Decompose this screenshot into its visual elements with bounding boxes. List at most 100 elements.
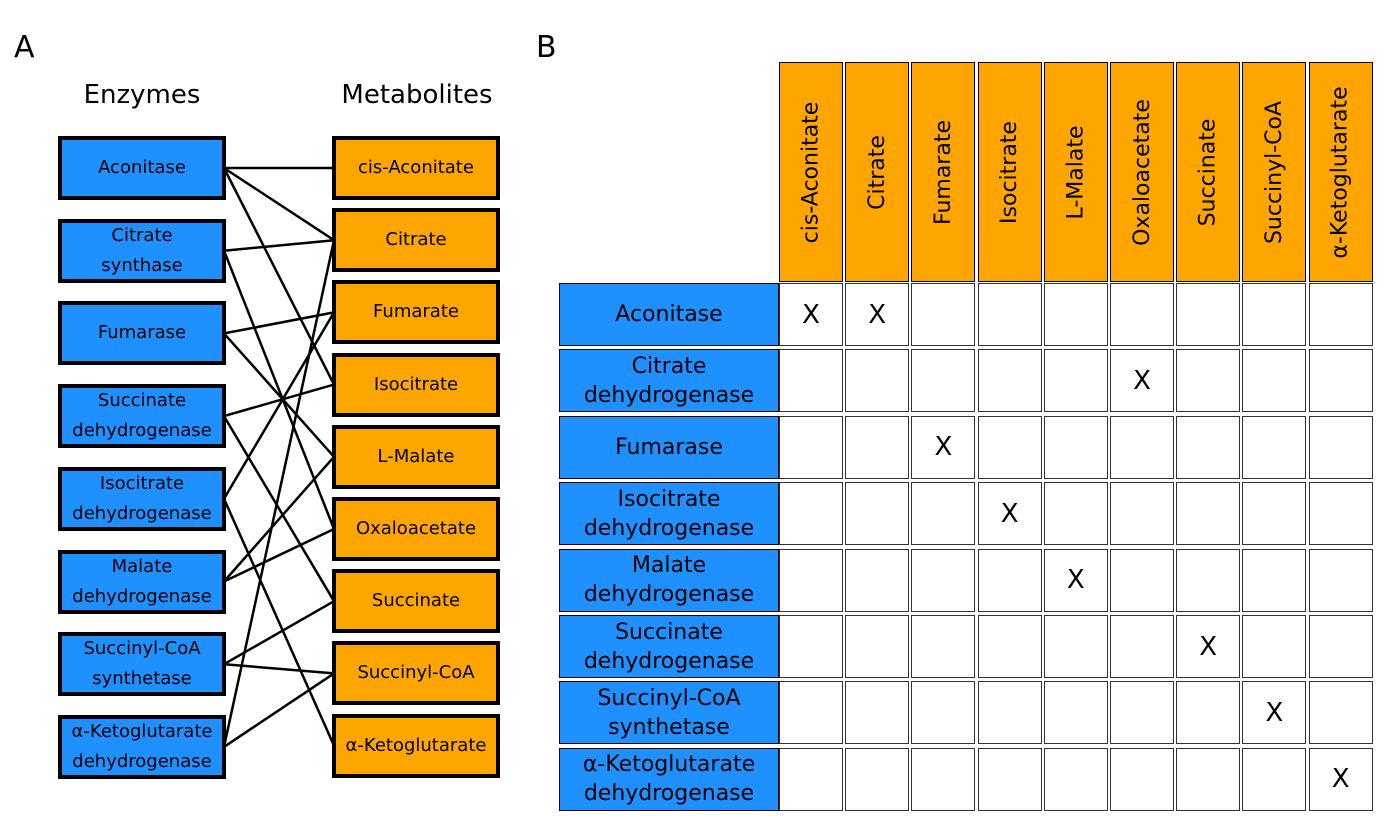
matrix-cell — [977, 548, 1042, 612]
matrix-cell — [1176, 681, 1241, 745]
matrix-cell — [911, 681, 976, 745]
enzyme-label-line: dehydrogenase — [72, 420, 212, 442]
row-header: Fumarase — [559, 415, 779, 479]
matrix-cell — [1110, 415, 1174, 479]
matrix-cell — [779, 681, 843, 745]
matrix-cell — [1176, 349, 1241, 413]
matrix-cell — [1308, 283, 1373, 346]
matrix-cell: X — [1242, 681, 1307, 745]
matrix-cell — [1242, 747, 1307, 811]
row-header-label-line: Citrate — [631, 353, 707, 379]
matrix-cell: X — [1176, 615, 1241, 678]
matrix-cell — [1176, 482, 1241, 546]
row-header-label-line: Isocitrate — [617, 486, 721, 512]
metabolite-label: Oxaloacetate — [355, 518, 477, 539]
matrix-cell — [779, 482, 843, 546]
matrix-cell — [1242, 283, 1307, 346]
column-header-label: Isocitrate — [997, 120, 1023, 224]
enzyme-label-line: α-Ketoglutarate — [71, 720, 213, 742]
matrix-cell — [1242, 615, 1307, 678]
enzyme-label-line: dehydrogenase — [72, 502, 212, 524]
row-header-label-line: dehydrogenase — [583, 582, 755, 608]
matrix-cell: X — [1110, 349, 1174, 413]
link-citrate-synthase-oxaloacetate — [222, 250, 336, 530]
link-citrate-synthase-citrate — [223, 238, 335, 252]
enzyme-label-line: Aconitase — [98, 157, 186, 178]
metabolite-label: cis-Aconitate — [358, 157, 474, 178]
metabolite-label: Fumarate — [373, 301, 459, 323]
column-header: Citrate — [845, 62, 910, 282]
matrix-cell — [977, 349, 1042, 413]
row-header-label-line: Fumarase — [615, 434, 723, 460]
enzyme-box-succinate-dehydrogenase: Succinate dehydrogenase — [58, 384, 226, 449]
link-aconitase-isocitrate — [222, 167, 336, 386]
metabolite-box-cis-aconitate: cis-Aconitate — [332, 136, 500, 200]
matrix-cell — [1043, 681, 1108, 745]
metabolite-label: Citrate — [385, 229, 447, 251]
link-succinate-dehydrogenase-isocitrate — [223, 383, 335, 418]
link-fumarase-l-malate — [223, 332, 335, 458]
column-header-label: L-Malate — [1063, 124, 1089, 220]
metabolites-title: Metabolites — [341, 80, 493, 110]
matrix-cell — [1308, 415, 1373, 479]
metabolite-label: Isocitrate — [373, 373, 459, 395]
matrix-cell — [1242, 482, 1307, 546]
link-alpha-ketoglutarate-dehydrogenase-citrate — [222, 239, 336, 748]
matrix-cell — [911, 283, 976, 346]
matrix-cell — [911, 349, 976, 413]
matrix-cell — [977, 681, 1042, 745]
matrix-mark: X — [1133, 365, 1151, 396]
link-succinyl-coa-synthetase-succinate — [223, 600, 335, 666]
row-header-label-line: dehydrogenase — [583, 382, 755, 408]
column-header-label: Oxaloacetate — [1129, 98, 1155, 246]
matrix-cell — [1110, 747, 1174, 811]
enzyme-box-fumarase: Fumarase — [58, 301, 226, 366]
enzyme-label-line: dehydrogenase — [72, 585, 212, 607]
row-header: Succinyl-CoA synthetase — [559, 681, 779, 745]
link-malate-dehydrogenase-l-malate — [223, 455, 335, 583]
matrix-mark: X — [1331, 764, 1350, 795]
panel-a-label: A — [14, 30, 35, 65]
column-header: L-Malate — [1043, 62, 1108, 282]
link-malate-dehydrogenase-oxaloacetate — [223, 527, 335, 583]
enzyme-box-aconitase: Aconitase — [58, 136, 226, 200]
link-fumarase-fumarate — [223, 311, 335, 335]
enzyme-label-line: Fumarase — [97, 322, 187, 344]
matrix-mark: X — [1265, 697, 1284, 728]
matrix-cell — [1242, 415, 1307, 479]
matrix-cell — [1308, 482, 1373, 546]
column-header-label: cis-Aconitate — [798, 101, 824, 243]
enzyme-label-line: Succinate — [97, 390, 187, 412]
matrix-cell — [1176, 548, 1241, 612]
column-header-label: Fumarate — [930, 119, 956, 225]
matrix-cell — [977, 615, 1042, 678]
matrix-cell: X — [1308, 747, 1373, 811]
matrix-cell — [779, 548, 843, 612]
matrix-cell — [1308, 349, 1373, 413]
row-header: Malate dehydrogenase — [559, 548, 779, 612]
row-header-label-line: Malate — [631, 553, 707, 579]
matrix-cell — [779, 615, 843, 678]
enzyme-label-line: Citrate — [111, 224, 173, 246]
row-header-label-line: dehydrogenase — [583, 648, 755, 674]
matrix-mark: X — [1199, 631, 1218, 662]
metabolite-box-alpha-ketoglutarate: α-Ketoglutarate — [332, 713, 500, 778]
matrix-cell — [845, 482, 910, 546]
row-header-label-line: Aconitase — [615, 302, 723, 327]
column-header-label: Succinyl-CoA — [1261, 100, 1287, 244]
link-aconitase-citrate — [223, 166, 335, 242]
matrix-cell — [1176, 747, 1241, 811]
row-header-label-line: synthetase — [608, 714, 730, 740]
metabolite-box-succinyl-coa: Succinyl-CoA — [332, 641, 500, 706]
column-header: Oxaloacetate — [1110, 62, 1174, 282]
matrix-cell — [779, 415, 843, 479]
matrix-cell: X — [1043, 548, 1108, 612]
row-header-label-line: Succinyl-CoA — [597, 685, 741, 711]
matrix-cell — [845, 681, 910, 745]
column-header: Succinate — [1176, 62, 1241, 282]
